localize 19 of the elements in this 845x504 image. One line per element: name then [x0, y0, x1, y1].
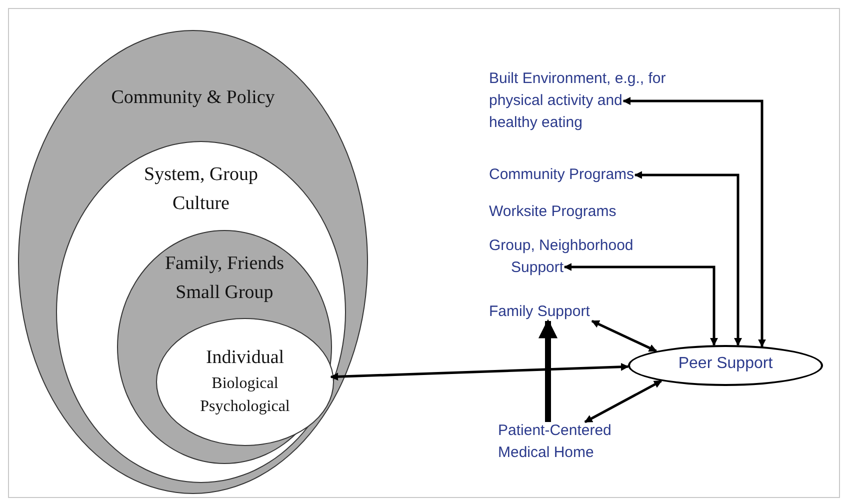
- arrow: [584, 380, 662, 424]
- text-label: Patient-Centered Medical Home: [498, 420, 648, 464]
- text-label: Community Programs: [489, 164, 745, 185]
- arrow: [330, 362, 629, 381]
- arrow: [564, 263, 718, 346]
- text-label: Family Support: [489, 301, 634, 323]
- text-label: Worksite Programs: [489, 201, 689, 222]
- arrow: [591, 320, 657, 352]
- arrow: [538, 319, 558, 422]
- layer-label: Biological Psychological: [199, 374, 291, 417]
- arrow: [622, 97, 766, 348]
- text-label: Group, Neighborhood Support: [489, 235, 720, 279]
- oval-node: Peer Support: [628, 345, 823, 386]
- layer-label: Family, Friends Small Group: [164, 252, 286, 305]
- layer-label: Community & Policy: [110, 86, 276, 110]
- layer-label: System, Group Culture: [143, 163, 259, 216]
- layer-label: Individual: [204, 346, 286, 370]
- text-label: Built Environment, e.g., for physical activity and healthy eating: [489, 68, 769, 136]
- arrow: [634, 171, 742, 346]
